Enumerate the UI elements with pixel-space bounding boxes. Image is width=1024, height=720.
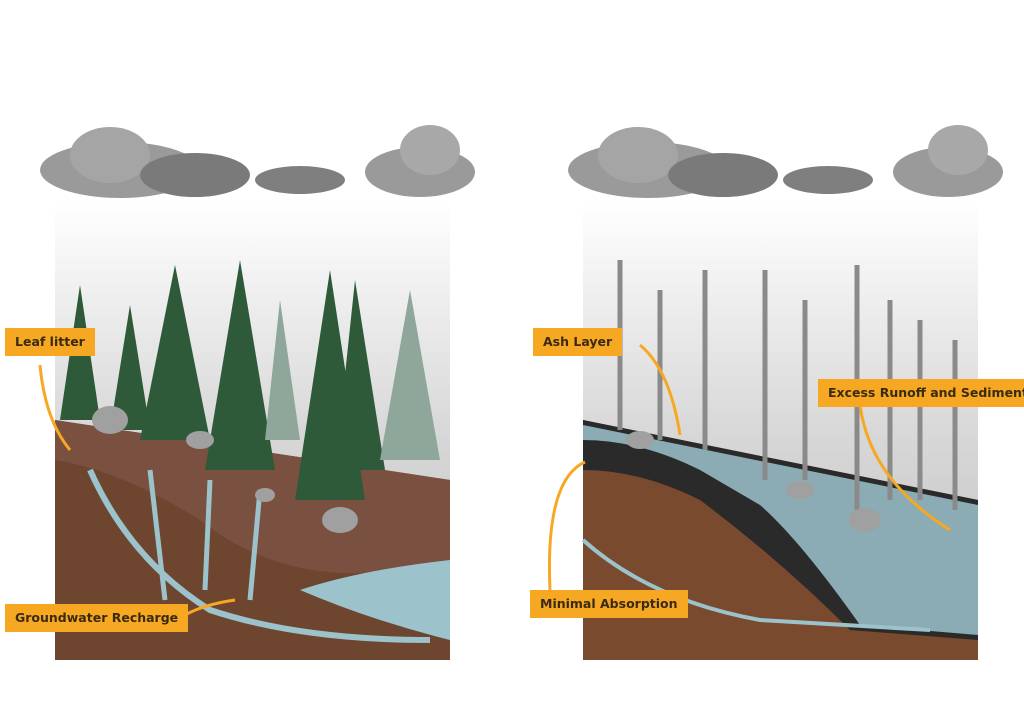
stream bbox=[300, 560, 450, 640]
leaf-litter-label: Leaf litter bbox=[5, 328, 95, 356]
rocks bbox=[626, 431, 881, 532]
runoff-water bbox=[583, 425, 978, 635]
minimal-absorption-label: Minimal Absorption bbox=[530, 590, 688, 618]
clouds bbox=[40, 125, 475, 198]
healthy-forest-panel bbox=[38, 125, 475, 660]
rocks bbox=[92, 406, 358, 533]
ash-layer-arrow bbox=[639, 343, 682, 436]
excess-runoff-label: Excess Runoff and Sediment bbox=[818, 379, 1024, 407]
ash-layer-label: Ash Layer bbox=[533, 328, 623, 356]
runoff-arrow bbox=[858, 404, 951, 532]
clouds bbox=[568, 125, 1003, 198]
leaf-litter-layer bbox=[55, 420, 450, 574]
groundwater-recharge-label: Groundwater Recharge bbox=[5, 604, 189, 632]
absorption-arrow bbox=[547, 460, 586, 591]
trees bbox=[60, 260, 440, 500]
leaf-litter-arrow bbox=[38, 364, 72, 451]
